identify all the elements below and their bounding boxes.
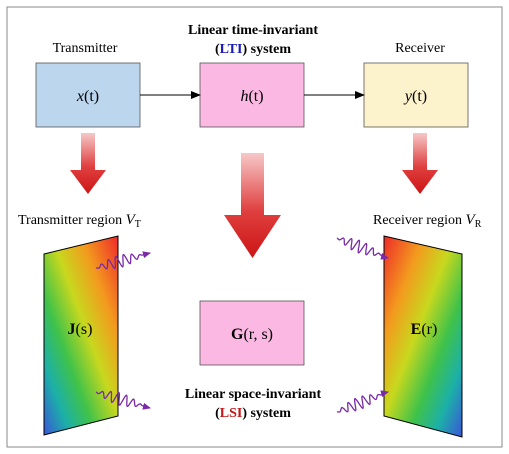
lsi-title-line1: Linear space-invariant <box>185 387 322 402</box>
lti-title-line2: (LTI) system <box>215 42 291 57</box>
radiated-waves <box>95 237 389 413</box>
down-arrow-left <box>70 133 106 194</box>
lsi-title-line2: (LSI) system <box>215 406 291 421</box>
electric-field-label: E(r) <box>411 321 438 338</box>
green-function-label: G(r, s) <box>231 326 273 343</box>
transmitter-box <box>35 62 141 128</box>
down-arrow-center <box>224 153 281 258</box>
transmitter-label: Transmitter <box>53 41 118 56</box>
wave-rx-upper <box>336 237 389 260</box>
receiver-region-label: Receiver region VR <box>373 212 482 230</box>
receiver-signal: y(t) <box>403 88 427 105</box>
transmitter-signal: x(t) <box>76 88 99 105</box>
wave-rx-lower <box>336 390 389 413</box>
lti-system-box <box>199 62 305 128</box>
receiver-region-shape <box>383 235 463 438</box>
lti-title-line1: Linear time-invariant <box>188 23 318 38</box>
receiver-label: Receiver <box>395 41 445 56</box>
lsi-acronym: LSI <box>220 406 243 421</box>
transmitter-region-label: Transmitter region VT <box>18 212 141 230</box>
current-density-label: J(s) <box>68 321 93 338</box>
down-arrow-right <box>402 133 438 194</box>
lti-acronym: LTI <box>220 42 243 57</box>
wave-tx-lower <box>95 390 151 410</box>
transmitter-region-shape <box>43 235 119 436</box>
wave-tx-upper <box>95 251 151 270</box>
impulse-response: h(t) <box>240 88 263 105</box>
green-function-box <box>199 300 305 366</box>
receiver-box <box>363 62 469 128</box>
outer-frame <box>6 6 503 448</box>
